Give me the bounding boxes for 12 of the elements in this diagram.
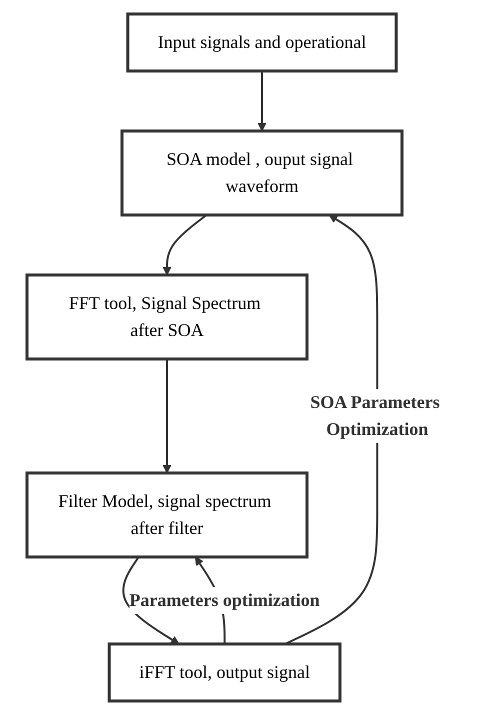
node-box: SOA model , ouput signal waveform: [120, 130, 404, 216]
arrow: [162, 359, 172, 474]
arrow: [122, 556, 180, 644]
arrow: [162, 214, 208, 276]
node-box: Input signals and operational: [126, 12, 398, 72]
node-box: Filter Model, signal spectrum after filter: [25, 472, 308, 558]
arrow: [257, 71, 266, 132]
edge-label: Parameters optimization: [129, 590, 320, 610]
node-box: FFT tool, Signal Spectrum after SOA: [25, 274, 308, 360]
node-box: iFFT tool, output signal: [108, 642, 342, 702]
arrow: [284, 214, 378, 645]
edge-label: SOA Parameters Optimization: [310, 392, 440, 439]
